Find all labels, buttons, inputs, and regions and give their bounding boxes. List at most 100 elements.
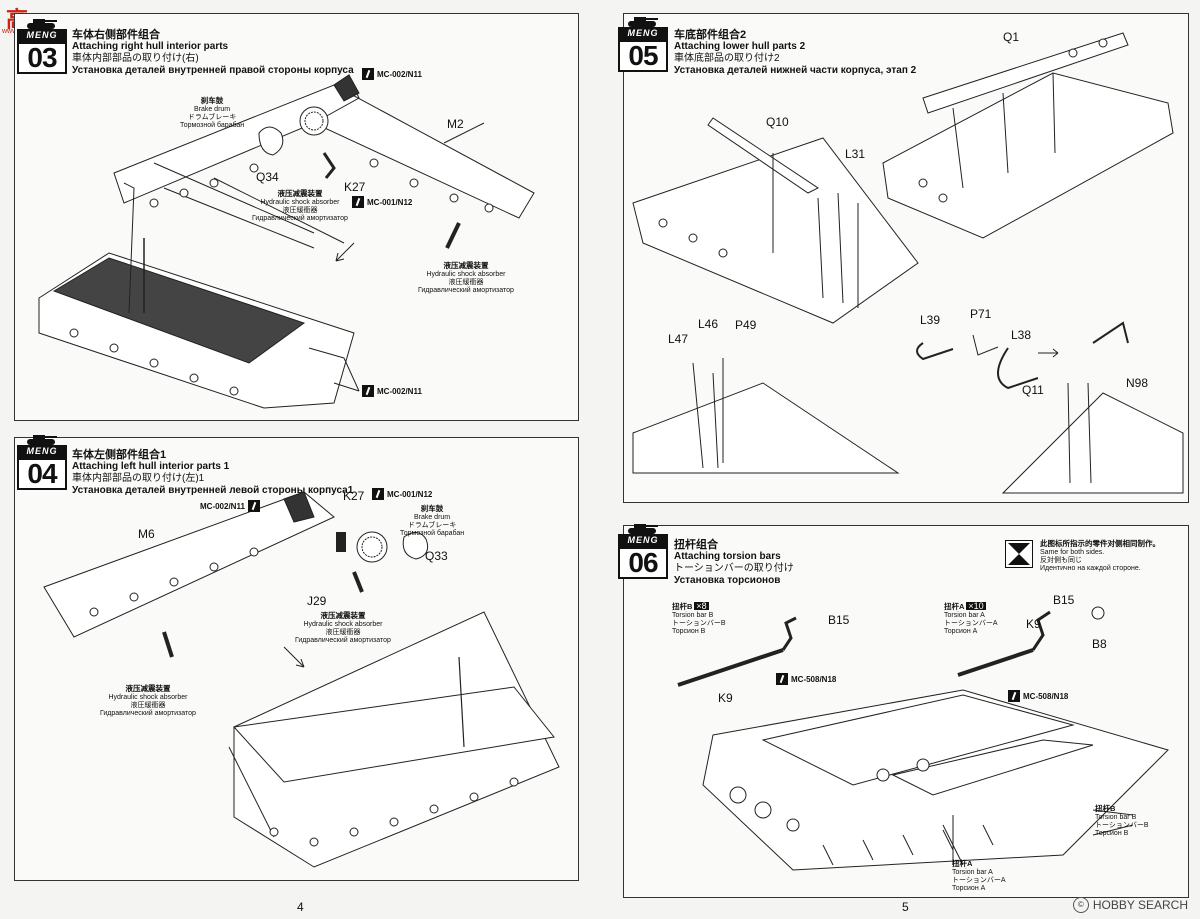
torsion-bar-a-note: 扭杆A×10 Torsion bar A トーションバーA Торсион A xyxy=(944,602,998,636)
step-06-brand: MENG xyxy=(618,534,668,547)
paint-code: MC-001/N12 xyxy=(367,197,413,207)
step-04-title-ru: Установка деталей внутренней левой сторо… xyxy=(72,485,354,496)
paint-code: MC-002/N11 xyxy=(200,501,245,511)
part-J29-label: J29 xyxy=(307,594,327,608)
part-L31-label: L31 xyxy=(845,147,866,161)
paint-code: MC-508/N18 xyxy=(791,674,837,684)
paint-swatch-icon xyxy=(352,196,364,208)
copyright-icon: © xyxy=(1072,897,1089,913)
step-04-number: 04 xyxy=(17,458,67,490)
tbarB-ru: Торсион B xyxy=(672,628,706,635)
tbarB-jp: トーションバーB xyxy=(672,620,726,627)
step-05-title-jp: 車体底部品の取り付け2 xyxy=(674,53,780,64)
step-05-title-ru: Установка деталей нижней части корпуса, … xyxy=(674,65,917,76)
shock-note-04a: 液压减震装置 Hydraulic shock absorber 液圧緩衝器 Ги… xyxy=(295,612,391,645)
part-N98-label: N98 xyxy=(1126,376,1149,390)
paint-code: MC-002/N11 xyxy=(377,386,422,396)
part-M2-label: M2 xyxy=(447,117,464,131)
step-05-hull-drawing xyxy=(632,32,1184,494)
step-03-title-en: Attaching right hull interior parts xyxy=(72,41,229,52)
tbarA-cn: 扭杆A xyxy=(944,602,965,611)
part-P49-label: P49 xyxy=(735,318,757,332)
tbarB-ru: Торсион B xyxy=(1095,830,1129,837)
part-Q11-label: Q11 xyxy=(1022,383,1044,397)
step-04-title-en: Attaching left hull interior parts 1 xyxy=(72,461,230,472)
both-sides-icon xyxy=(1005,540,1033,568)
part-K9-label-a: K9 xyxy=(1026,617,1041,631)
part-B8-label: B8 xyxy=(1092,637,1107,651)
shock-cn: 液压减震装置 xyxy=(320,611,366,620)
shock-cn: 液压减震装置 xyxy=(277,189,323,198)
brake-drum-note-03: 刹车鼓 Brake drum ドラムブレーキ Тормозной барабан xyxy=(180,97,244,130)
step-04-brand: MENG xyxy=(17,445,67,458)
tbarB-en: Torsion bar B xyxy=(1095,814,1137,821)
shock-jp: 液圧緩衝器 xyxy=(325,629,361,636)
brake-en: Brake drum xyxy=(413,514,451,521)
tbarA-qty: ×10 xyxy=(966,601,986,611)
shock-cn: 液压减震装置 xyxy=(125,684,171,693)
tbarA-cn: 扭杆A xyxy=(952,859,973,868)
shock-note-03b: 液压减震装置 Hydraulic shock absorber 液圧緩衝器 Ги… xyxy=(418,262,514,295)
shock-jp: 液圧緩衝器 xyxy=(448,279,484,286)
part-P71-label: P71 xyxy=(970,307,992,321)
paint-swatch-icon xyxy=(247,500,260,512)
paint-callout-06a: MC-508/N18 xyxy=(776,673,836,685)
tbarA-jp: トーションバーA xyxy=(952,877,1006,884)
step-03-title-jp: 車体内部部品の取り付け(右) xyxy=(72,53,199,64)
paint-swatch-icon xyxy=(372,488,384,500)
brake-drum-note-04: 刹车鼓 Brake drum ドラムブレーキ Тормозной барабан xyxy=(400,505,464,538)
tank-icon xyxy=(628,17,658,27)
paint-swatch-icon xyxy=(362,68,374,80)
paint-code: MC-002/N11 xyxy=(377,69,422,79)
paint-swatch-icon xyxy=(776,673,788,685)
shock-en: Hydraulic shock absorber xyxy=(303,621,383,628)
shock-jp: 液圧緩衝器 xyxy=(282,207,318,214)
tank-icon xyxy=(27,435,57,445)
step-04-title-jp: 車体内部部品の取り付け(左)1 xyxy=(72,473,205,484)
step-04-title-cn: 车体左侧部件组合1 xyxy=(72,449,167,461)
tbarB-qty: ×8 xyxy=(694,601,709,611)
part-L46-label: L46 xyxy=(698,317,719,331)
footer-brand-text: HOBBY SEARCH xyxy=(1092,898,1188,912)
paint-callout-06b: MC-508/N18 xyxy=(1008,690,1068,702)
part-Q34-label: Q34 xyxy=(256,170,279,184)
part-B15-label-a: B15 xyxy=(1053,593,1075,607)
page-number-left: 4 xyxy=(297,900,304,914)
tbarB-cn: 扭杆B xyxy=(672,602,693,611)
tbarB-cn: 扭杆B xyxy=(1095,804,1116,813)
step-06-hull-drawing xyxy=(677,606,1169,871)
tank-icon xyxy=(628,524,658,534)
tbarA-jp: トーションバーA xyxy=(944,620,998,627)
torsion-bar-b-note: 扭杆B×8 Torsion bar B トーションバーB Торсион B xyxy=(672,602,726,636)
tank-icon xyxy=(27,19,57,29)
part-K27-label: K27 xyxy=(344,180,366,194)
paint-swatch-icon xyxy=(362,385,374,397)
paint-code: MC-508/N18 xyxy=(1023,691,1069,701)
step-05-number: 05 xyxy=(618,40,668,72)
both-cn: 此图标所指示的零件对侧相同制作。 xyxy=(1040,539,1160,548)
part-K9-label-b: K9 xyxy=(718,691,733,705)
torsion-a-callout: 扭杆A Torsion bar A トーションバーA Торсион A xyxy=(952,860,1006,893)
step-03-brand: MENG xyxy=(17,29,67,42)
step-06-title-jp: トーションバーの取り付け xyxy=(674,563,794,574)
brake-cn: 刹车鼓 xyxy=(200,96,224,105)
shock-ru: Гидравлический амортизатор xyxy=(418,287,514,294)
step-03-hull-drawing xyxy=(38,74,535,409)
step-06-number: 06 xyxy=(618,547,668,579)
tbarA-ru: Торсион A xyxy=(952,885,986,892)
step-05-titles: 车底部件组合2 Attaching lower hull parts 2 車体底… xyxy=(674,29,916,77)
shock-note-03a: 液压减震装置 Hydraulic shock absorber 液圧緩衝器 Ги… xyxy=(252,190,348,223)
shock-en: Hydraulic shock absorber xyxy=(260,199,340,206)
tbarB-jp: トーションバーB xyxy=(1095,822,1149,829)
footer-brand: © HOBBY SEARCH xyxy=(1072,897,1188,913)
brake-ru: Тормозной барабан xyxy=(400,530,465,537)
both-jp: 反対側も同じ xyxy=(1040,557,1082,564)
shock-jp: 液圧緩衝器 xyxy=(130,702,166,709)
tbarA-ru: Торсион A xyxy=(944,628,978,635)
both-ru: Идентично на каждой стороне. xyxy=(1040,565,1141,572)
paint-callout-04b: MC-001/N12 xyxy=(372,488,432,500)
brake-cn: 刹车鼓 xyxy=(420,504,444,513)
part-Q1-label: Q1 xyxy=(1003,30,1020,44)
both-sides-note: 此图标所指示的零件对侧相同制作。 Same for both sides. 反対… xyxy=(1040,540,1160,573)
step-05-title-en: Attaching lower hull parts 2 xyxy=(674,41,806,52)
